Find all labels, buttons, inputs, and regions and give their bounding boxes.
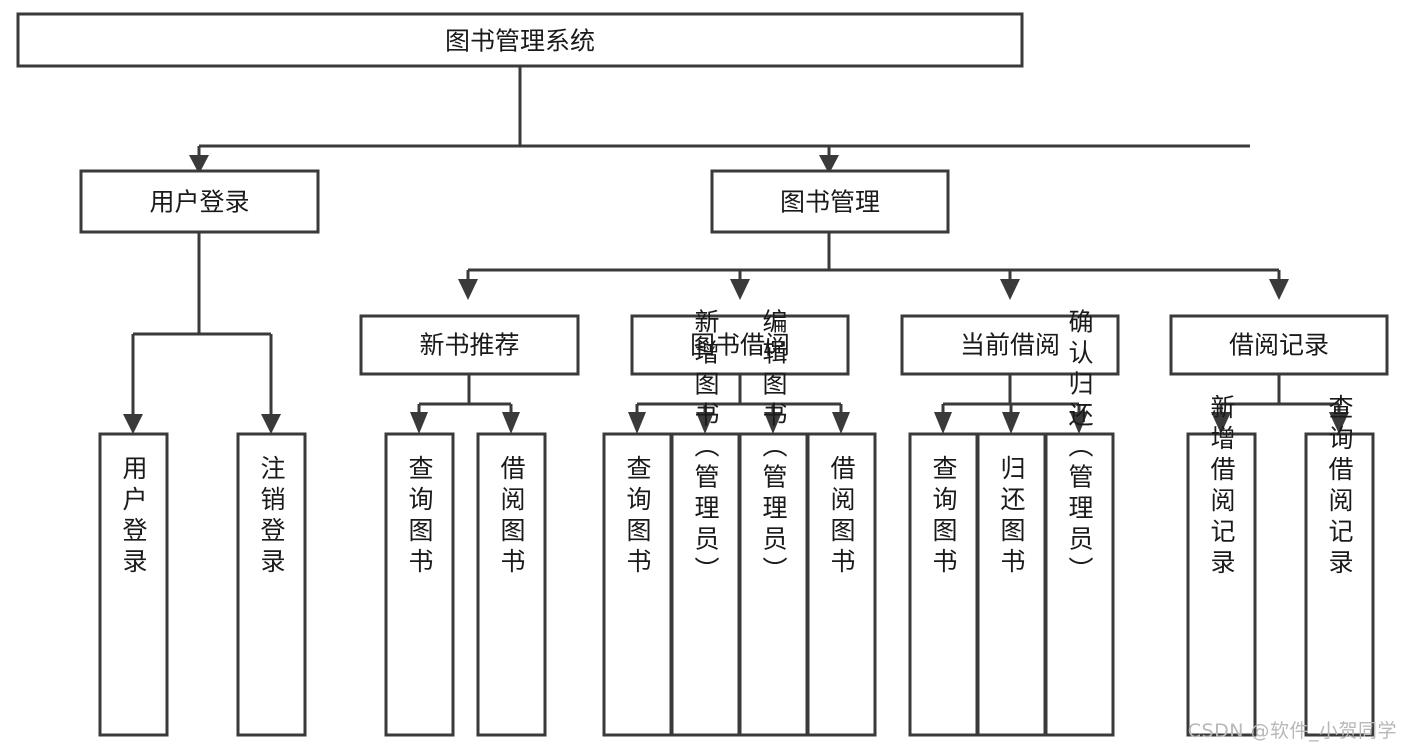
node-leaf-add-book-admin-label: 新增图书（管理员） [691,309,720,588]
node-leaf-edit-book-admin[interactable]: 编辑图书（管理员） [738,309,809,737]
edge-current-to-leaves [934,374,1088,434]
node-leaf-logout-box[interactable] [236,432,307,737]
arrow-head-icon [1000,279,1020,300]
arrow-head-icon [819,155,839,174]
connector-layer [123,66,1349,434]
node-leaf-query-book-3[interactable]: 查询图书 [908,432,979,737]
node-leaf-logout-label: 注销登录 [257,455,286,579]
node-leaf-query-book-1[interactable]: 查询图书 [384,432,455,737]
arrow-head-icon [189,155,209,174]
node-book-management-label: 图书管理 [780,188,880,217]
edge-newbook-to-leaves [410,374,520,434]
node-leaf-confirm-return-admin[interactable]: 确认归还（管理员） [1044,309,1115,737]
node-borrow-record-label: 借阅记录 [1229,331,1329,360]
node-leaf-add-borrow-record-label: 新增借阅记录 [1207,394,1236,580]
node-leaf-user-login[interactable]: 用户登录 [98,432,169,737]
node-root[interactable]: 图书管理系统 [16,12,1024,68]
node-leaf-query-book-2-box[interactable] [602,432,673,737]
edge-root-to-level2 [189,66,1250,174]
arrow-head-icon [832,412,850,434]
node-new-book-recommend-label: 新书推荐 [419,331,519,360]
node-root-box[interactable] [16,12,1024,68]
arrow-head-icon [628,412,646,434]
node-leaf-return-book-label: 归还图书 [997,455,1026,579]
node-leaf-query-book-2[interactable]: 查询图书 [602,432,673,737]
node-leaf-query-borrow-record-label: 查询借阅记录 [1325,394,1354,580]
node-leaf-edit-book-admin-label: 编辑图书（管理员） [759,309,788,588]
node-leaf-borrow-book-1-box[interactable] [476,432,547,737]
arrow-head-icon [764,412,782,434]
node-leaf-borrow-book-2-box[interactable] [806,432,877,737]
node-leaf-user-login-label: 用户登录 [119,455,148,579]
node-book-management-box[interactable] [710,169,950,234]
node-leaf-borrow-book-1-label: 借阅图书 [497,455,526,579]
node-leaf-return-book-box[interactable] [976,432,1047,737]
node-current-borrow-box[interactable] [900,314,1120,376]
arrow-head-icon [458,279,478,300]
node-leaf-add-book-admin-box[interactable] [670,432,741,737]
node-new-book-recommend[interactable]: 新书推荐 [359,314,580,376]
node-current-borrow[interactable]: 当前借阅 [900,314,1120,376]
node-leaf-query-book-3-label: 查询图书 [929,455,958,579]
edge-borrow-to-leaves [628,374,850,434]
node-leaf-confirm-return-admin-label: 确认归还（管理员） [1065,309,1094,588]
arrow-head-icon [502,412,520,434]
node-leaf-borrow-book-2-label: 借阅图书 [827,455,856,579]
node-leaf-confirm-return-admin-box[interactable] [1044,432,1115,737]
edge-record-to-leaves [1211,374,1349,434]
node-leaf-add-borrow-record[interactable]: 新增借阅记录 [1186,394,1257,737]
edge-bookmgmt-to-level3 [458,232,1289,300]
node-borrow-record-box[interactable] [1169,314,1389,376]
node-new-book-recommend-box[interactable] [359,314,580,376]
node-book-borrow-box[interactable] [630,314,850,376]
node-user-login[interactable]: 用户登录 [79,169,320,234]
node-leaf-query-book-3-box[interactable] [908,432,979,737]
node-leaf-logout[interactable]: 注销登录 [236,432,307,737]
edge-userlogin-to-leaves [123,232,281,434]
arrow-head-icon [730,279,750,300]
arrow-head-icon [1329,412,1349,434]
node-leaf-add-borrow-record-box[interactable] [1186,432,1257,737]
arrow-head-icon [410,412,428,434]
node-leaf-add-book-admin[interactable]: 新增图书（管理员） [670,309,741,737]
arrow-head-icon [261,414,281,434]
node-leaf-query-borrow-record[interactable]: 查询借阅记录 [1304,394,1375,737]
arrow-head-icon [1002,412,1020,434]
arrow-head-icon [1211,412,1231,434]
node-leaf-query-book-1-box[interactable] [384,432,455,737]
node-book-borrow[interactable]: 图书借阅 [630,314,850,376]
node-leaf-return-book[interactable]: 归还图书 [976,432,1047,737]
node-leaf-edit-book-admin-box[interactable] [738,432,809,737]
node-leaf-user-login-box[interactable] [98,432,169,737]
node-root-label: 图书管理系统 [445,27,595,56]
node-leaf-query-borrow-record-box[interactable] [1304,432,1375,737]
node-book-management[interactable]: 图书管理 [710,169,950,234]
node-leaf-borrow-book-2[interactable]: 借阅图书 [806,432,877,737]
node-user-login-label: 用户登录 [149,188,249,217]
node-leaf-query-book-2-label: 查询图书 [623,455,652,579]
arrow-head-icon [123,414,143,434]
node-user-login-box[interactable] [79,169,320,234]
node-book-borrow-label: 图书借阅 [690,331,790,360]
node-leaf-query-book-1-label: 查询图书 [405,455,434,579]
arrow-head-icon [696,412,714,434]
node-current-borrow-label: 当前借阅 [960,331,1060,360]
node-leaf-borrow-book-1[interactable]: 借阅图书 [476,432,547,737]
arrow-head-icon [934,412,952,434]
arrow-head-icon [1070,412,1088,434]
arrow-head-icon [1269,279,1289,300]
node-borrow-record[interactable]: 借阅记录 [1169,314,1389,376]
